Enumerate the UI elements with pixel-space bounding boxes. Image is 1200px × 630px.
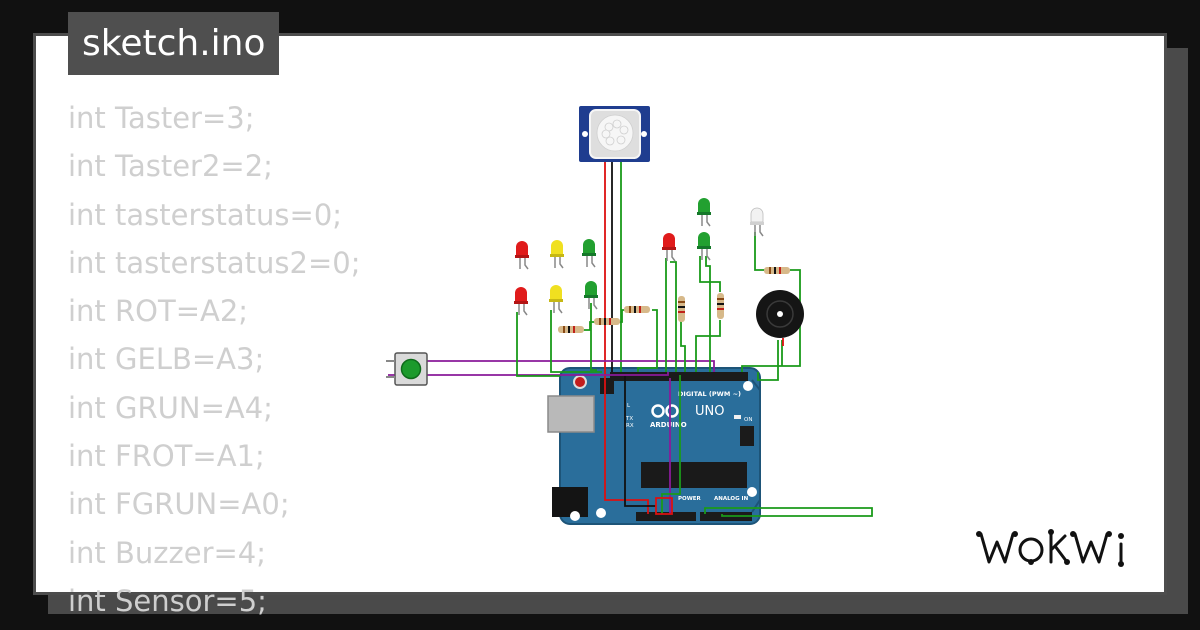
rx-label: RX <box>626 423 634 429</box>
led-wire-11 <box>695 320 721 372</box>
resistor[interactable] <box>764 267 790 274</box>
led-wire-3 <box>590 303 597 372</box>
power-header <box>636 512 696 521</box>
led-yellow[interactable] <box>549 285 563 314</box>
code-listing: int Taster=3; int Taster2=2; int tasters… <box>68 94 361 625</box>
usb-port <box>547 395 595 433</box>
board-brand-label: ARDUINO <box>650 421 687 429</box>
analog-wire-2 <box>661 375 681 514</box>
code-line: int Taster2=2; <box>68 149 273 184</box>
resistor[interactable] <box>717 293 724 319</box>
red-junction <box>655 497 673 515</box>
file-name-tab[interactable]: sketch.ino <box>68 12 280 75</box>
led-green[interactable] <box>582 239 596 268</box>
led-wire-8 <box>670 261 677 372</box>
mounting-hole <box>570 511 580 521</box>
piezo-buzzer[interactable] <box>756 290 804 346</box>
code-line: int GELB=A3; <box>68 342 265 377</box>
code-line: int tasterstatus=0; <box>68 197 343 232</box>
mounting-hole <box>641 131 647 137</box>
pir-wire-power <box>604 160 649 514</box>
wires <box>388 160 873 517</box>
code-line: int Buzzer=4; <box>68 535 267 570</box>
code-line: int Taster=3; <box>68 101 255 135</box>
led-green[interactable] <box>697 198 711 227</box>
led-wire-6 <box>637 309 658 372</box>
code-line: int Sensor=5; <box>68 583 267 618</box>
reset-button[interactable] <box>573 375 587 389</box>
resistor[interactable] <box>558 326 584 333</box>
resistor[interactable] <box>678 296 685 322</box>
led-green[interactable] <box>697 232 711 261</box>
led-wire-2 <box>550 310 602 373</box>
power-label: POWER <box>678 496 702 502</box>
wokwi-logo-icon <box>976 529 1124 567</box>
led-red[interactable] <box>514 287 528 316</box>
resistors <box>558 267 790 333</box>
analog-label: ANALOG IN <box>714 496 749 502</box>
code-line: int ROT=A2; <box>68 294 249 329</box>
code-line: int FROT=A1; <box>68 439 265 474</box>
resistor[interactable] <box>624 306 650 313</box>
code-line: int GRUN=A4; <box>68 390 273 425</box>
on-led <box>734 415 741 419</box>
mounting-hole <box>743 381 753 391</box>
pushbutton-green[interactable] <box>386 352 428 386</box>
buzzer-wire-3 <box>757 340 779 381</box>
analog-wire-1 <box>704 507 873 517</box>
l-label: L <box>627 403 631 409</box>
mounting-hole <box>596 508 606 518</box>
mounting-hole <box>582 131 588 137</box>
pir-motion-sensor[interactable] <box>579 106 650 162</box>
mounting-hole <box>747 487 757 497</box>
led-yellow[interactable] <box>550 240 564 269</box>
tx-label: TX <box>625 416 633 422</box>
arduino-logo-icon <box>651 404 679 418</box>
led-red[interactable] <box>515 241 529 270</box>
fresnel-lens-icon <box>596 114 634 152</box>
led-red[interactable] <box>662 233 676 262</box>
led-wire-12 <box>705 256 711 372</box>
board-model-label: UNO <box>695 404 724 419</box>
led-white[interactable] <box>750 207 764 237</box>
arduino-uno-board[interactable]: DIGITAL (PWM ~) ARDUINO UNO POWER ANALOG… <box>547 367 761 525</box>
on-label: ON <box>744 417 752 423</box>
digital-header <box>610 372 748 381</box>
buzzer-wire-1 <box>754 232 765 271</box>
resistor[interactable] <box>594 318 620 325</box>
buzzer-wire-2 <box>741 269 801 372</box>
button-wire-2 <box>388 372 669 376</box>
button-wire-1 <box>388 360 715 372</box>
code-line: int tasterstatus2=0; <box>68 245 361 280</box>
pir-wire-ground-2 <box>624 376 656 507</box>
icsp-header <box>600 378 614 394</box>
icsp-header-2 <box>740 426 754 446</box>
led-wire-9 <box>680 320 686 372</box>
leds <box>514 198 764 316</box>
power-jack <box>552 487 588 517</box>
led-wire-1 <box>516 312 560 377</box>
led-green[interactable] <box>584 281 598 310</box>
code-line: int FGRUN=A0; <box>68 487 290 522</box>
digital-label: DIGITAL (PWM ~) <box>678 390 741 398</box>
microcontroller-chip <box>641 462 747 488</box>
